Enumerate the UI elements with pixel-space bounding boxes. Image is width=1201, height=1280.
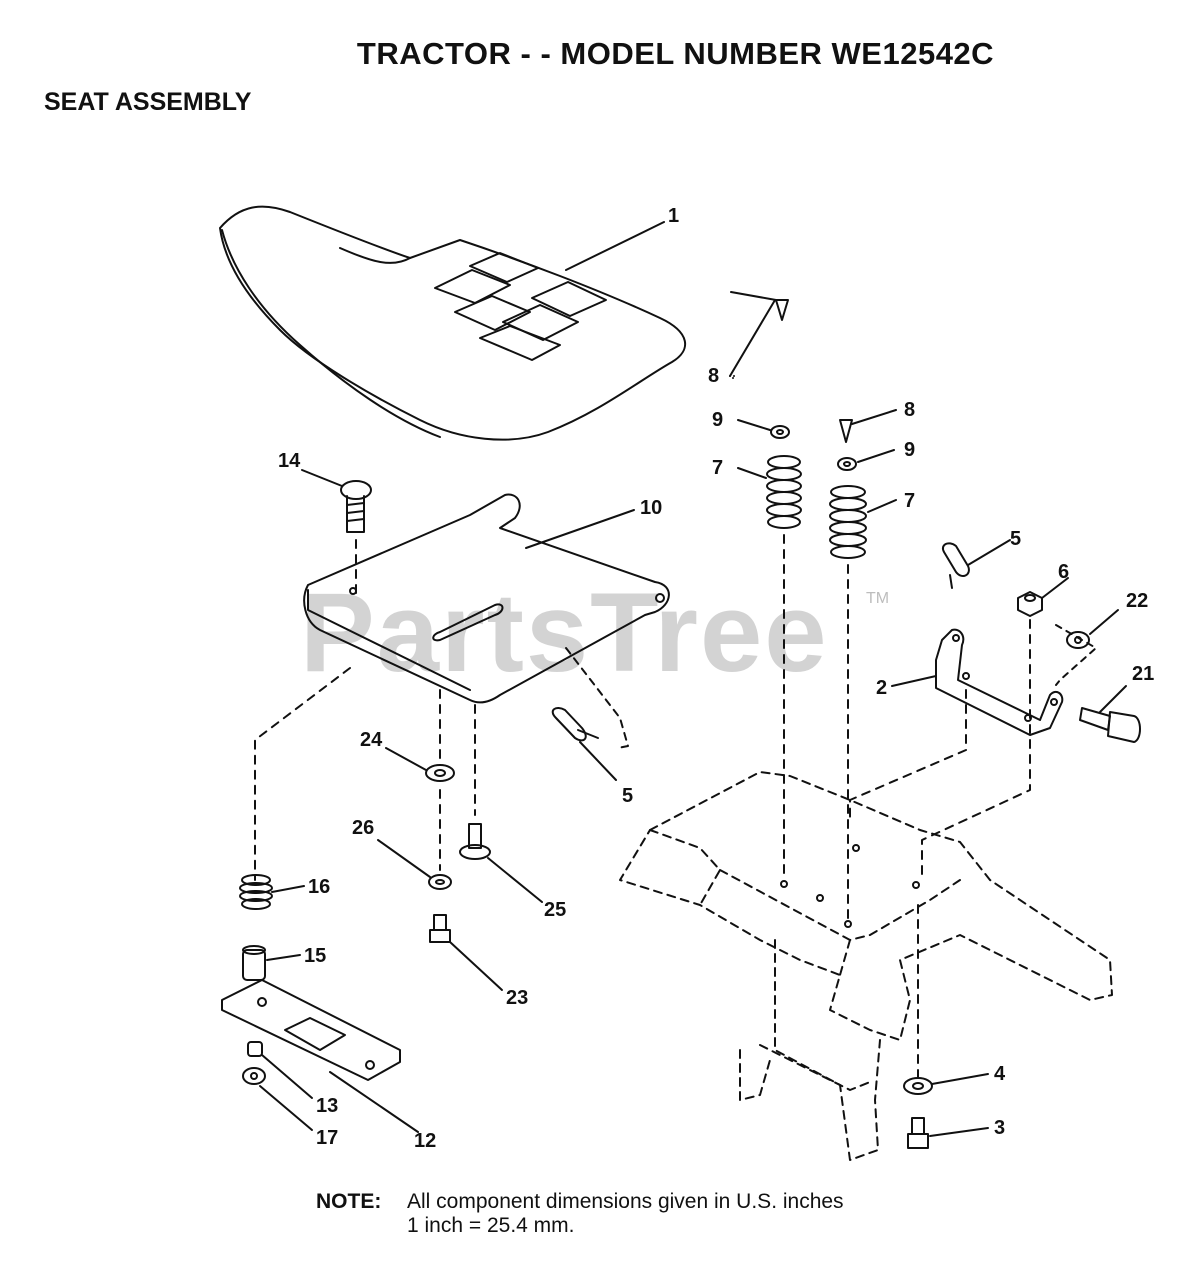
bracket-plate-12-part (221, 979, 401, 1081)
callout-10: 10 (640, 497, 662, 519)
callout-13: 13 (316, 1095, 338, 1117)
callout-25: 25 (544, 899, 566, 921)
callout-21: 21 (1132, 663, 1154, 685)
callout-1: 1 (668, 205, 679, 227)
washer-9-right (837, 457, 857, 471)
nut-17-part (242, 1067, 266, 1085)
callout-7-left: 7 (712, 457, 723, 479)
callout-26: 26 (352, 817, 374, 839)
callout-12: 12 (414, 1130, 436, 1152)
cotter-pin-8-right (839, 419, 853, 443)
spring-7-right (829, 485, 867, 559)
callout-9-left: 9 (712, 409, 723, 431)
callout-3: 3 (994, 1117, 1005, 1139)
seat-part (219, 205, 687, 441)
callout-2: 2 (876, 677, 887, 699)
page-title: TRACTOR - - MODEL NUMBER WE12542C (356, 36, 995, 71)
note-label: NOTE: (316, 1190, 382, 1213)
callout-23: 23 (506, 987, 528, 1009)
spacer-15-part (242, 945, 266, 981)
callout-17: 17 (316, 1127, 338, 1149)
nut-13-part (247, 1041, 263, 1057)
callout-22: 22 (1126, 590, 1148, 612)
clip-part-left (551, 707, 599, 742)
seat-pan-part (303, 493, 670, 704)
callout-15: 15 (304, 945, 326, 967)
carriage-bolt-part (340, 480, 372, 533)
spring-16-part (239, 874, 273, 910)
callout-8-right: 8 (904, 399, 915, 421)
callout-7-right: 7 (904, 490, 915, 512)
washer-4-part (903, 1077, 933, 1095)
cotter-pin-8-left (775, 299, 789, 321)
washer-9-left (770, 425, 790, 439)
section-title: SEAT ASSEMBLY (44, 88, 252, 116)
spring-7-left (766, 455, 802, 529)
callout-6: 6 (1058, 561, 1069, 583)
watermark: PartsTree (300, 570, 829, 695)
callout-4: 4 (994, 1063, 1006, 1085)
bolt-3-part (907, 1117, 929, 1149)
bracket-2-part (935, 628, 1064, 736)
leader-1 (565, 221, 665, 271)
callout-16: 16 (308, 876, 330, 898)
washer-24-part (425, 764, 455, 782)
bolt-25-part (459, 823, 491, 860)
nut-22-part (1066, 631, 1090, 649)
clip-part-right (942, 542, 970, 589)
callout-5-right: 5 (1010, 528, 1021, 550)
callout-24: 24 (360, 729, 383, 751)
watermark-tm: TM (866, 590, 890, 607)
tractor-frame (619, 771, 1113, 1161)
note-line-1: All component dimensions given in U.S. i… (407, 1190, 844, 1213)
callout-5-left: 5 (622, 785, 633, 807)
callout-9-right: 9 (904, 439, 915, 461)
note-line-2: 1 inch = 25.4 mm. (407, 1214, 575, 1237)
callout-14: 14 (278, 450, 301, 472)
nut-6-part (1017, 591, 1043, 617)
bolt-23-part (429, 914, 451, 943)
bolt-21-part (1079, 707, 1141, 743)
callout-labels: 1 8 9 7 8 9 7 14 10 5 6 22 2 21 24 5 26 … (278, 205, 1154, 1152)
lock-washer-26-part (428, 874, 452, 890)
callout-8-left: 8 (708, 365, 719, 387)
